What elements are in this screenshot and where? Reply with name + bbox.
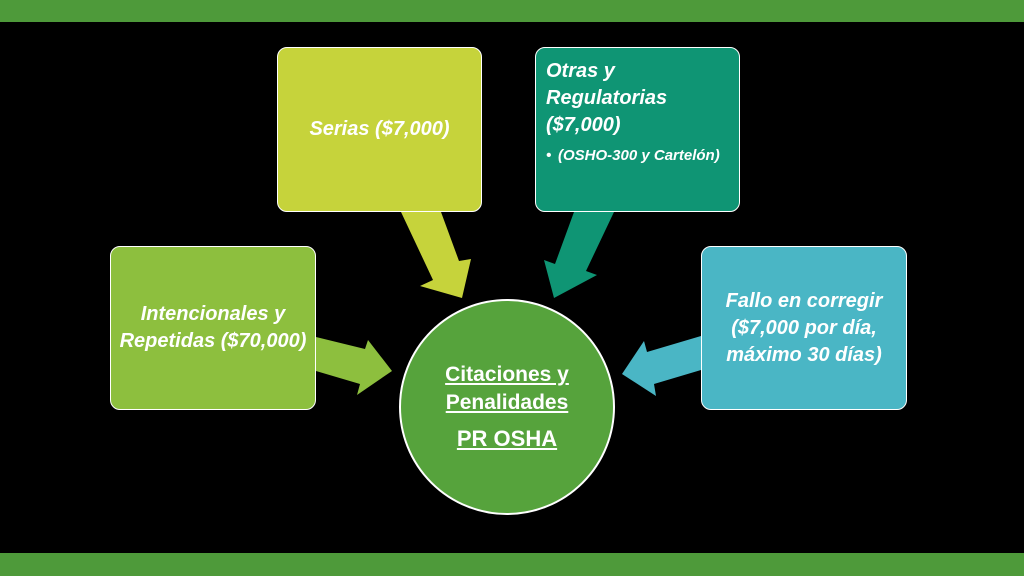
box-top-right-label: Otras y Regulatorias ($7,000) bbox=[546, 60, 668, 136]
box-serias: Serias ($7,000) bbox=[277, 47, 482, 212]
box-otras-regulatorias: Otras y Regulatorias ($7,000) • (OSHO-30… bbox=[535, 47, 740, 212]
center-title-line1: Citaciones y bbox=[445, 363, 569, 386]
arrow-top-to-center bbox=[401, 212, 471, 298]
top-accent-band bbox=[0, 0, 1024, 22]
bullet-icon: • bbox=[546, 147, 552, 164]
arrow-topright-to-center bbox=[544, 212, 614, 298]
box-left-label: Intencionales y Repetidas ($70,000) bbox=[119, 303, 307, 352]
center-circle: Citaciones y Penalidades PR OSHA bbox=[399, 299, 615, 515]
center-title-line2: Penalidades bbox=[445, 391, 569, 414]
center-subtitle: PR OSHA bbox=[456, 426, 558, 451]
box-top-label: Serias ($7,000) bbox=[309, 118, 450, 140]
box-intencionales-repetidas: Intencionales y Repetidas ($70,000) bbox=[110, 246, 316, 410]
arrow-right-to-center bbox=[622, 336, 701, 396]
box-fallo-corregir: Fallo en corregir ($7,000 por día, máxim… bbox=[701, 246, 907, 410]
box-top-right-bullet-text: (OSHO-300 y Cartelón) bbox=[558, 147, 720, 164]
box-right-label: Fallo en corregir ($7,000 por día, máxim… bbox=[725, 289, 883, 366]
arrow-left-to-center bbox=[316, 337, 392, 395]
box-top-right-bullet-item: • (OSHO-300 y Cartelón) bbox=[546, 145, 729, 166]
bottom-accent-band bbox=[0, 553, 1024, 576]
